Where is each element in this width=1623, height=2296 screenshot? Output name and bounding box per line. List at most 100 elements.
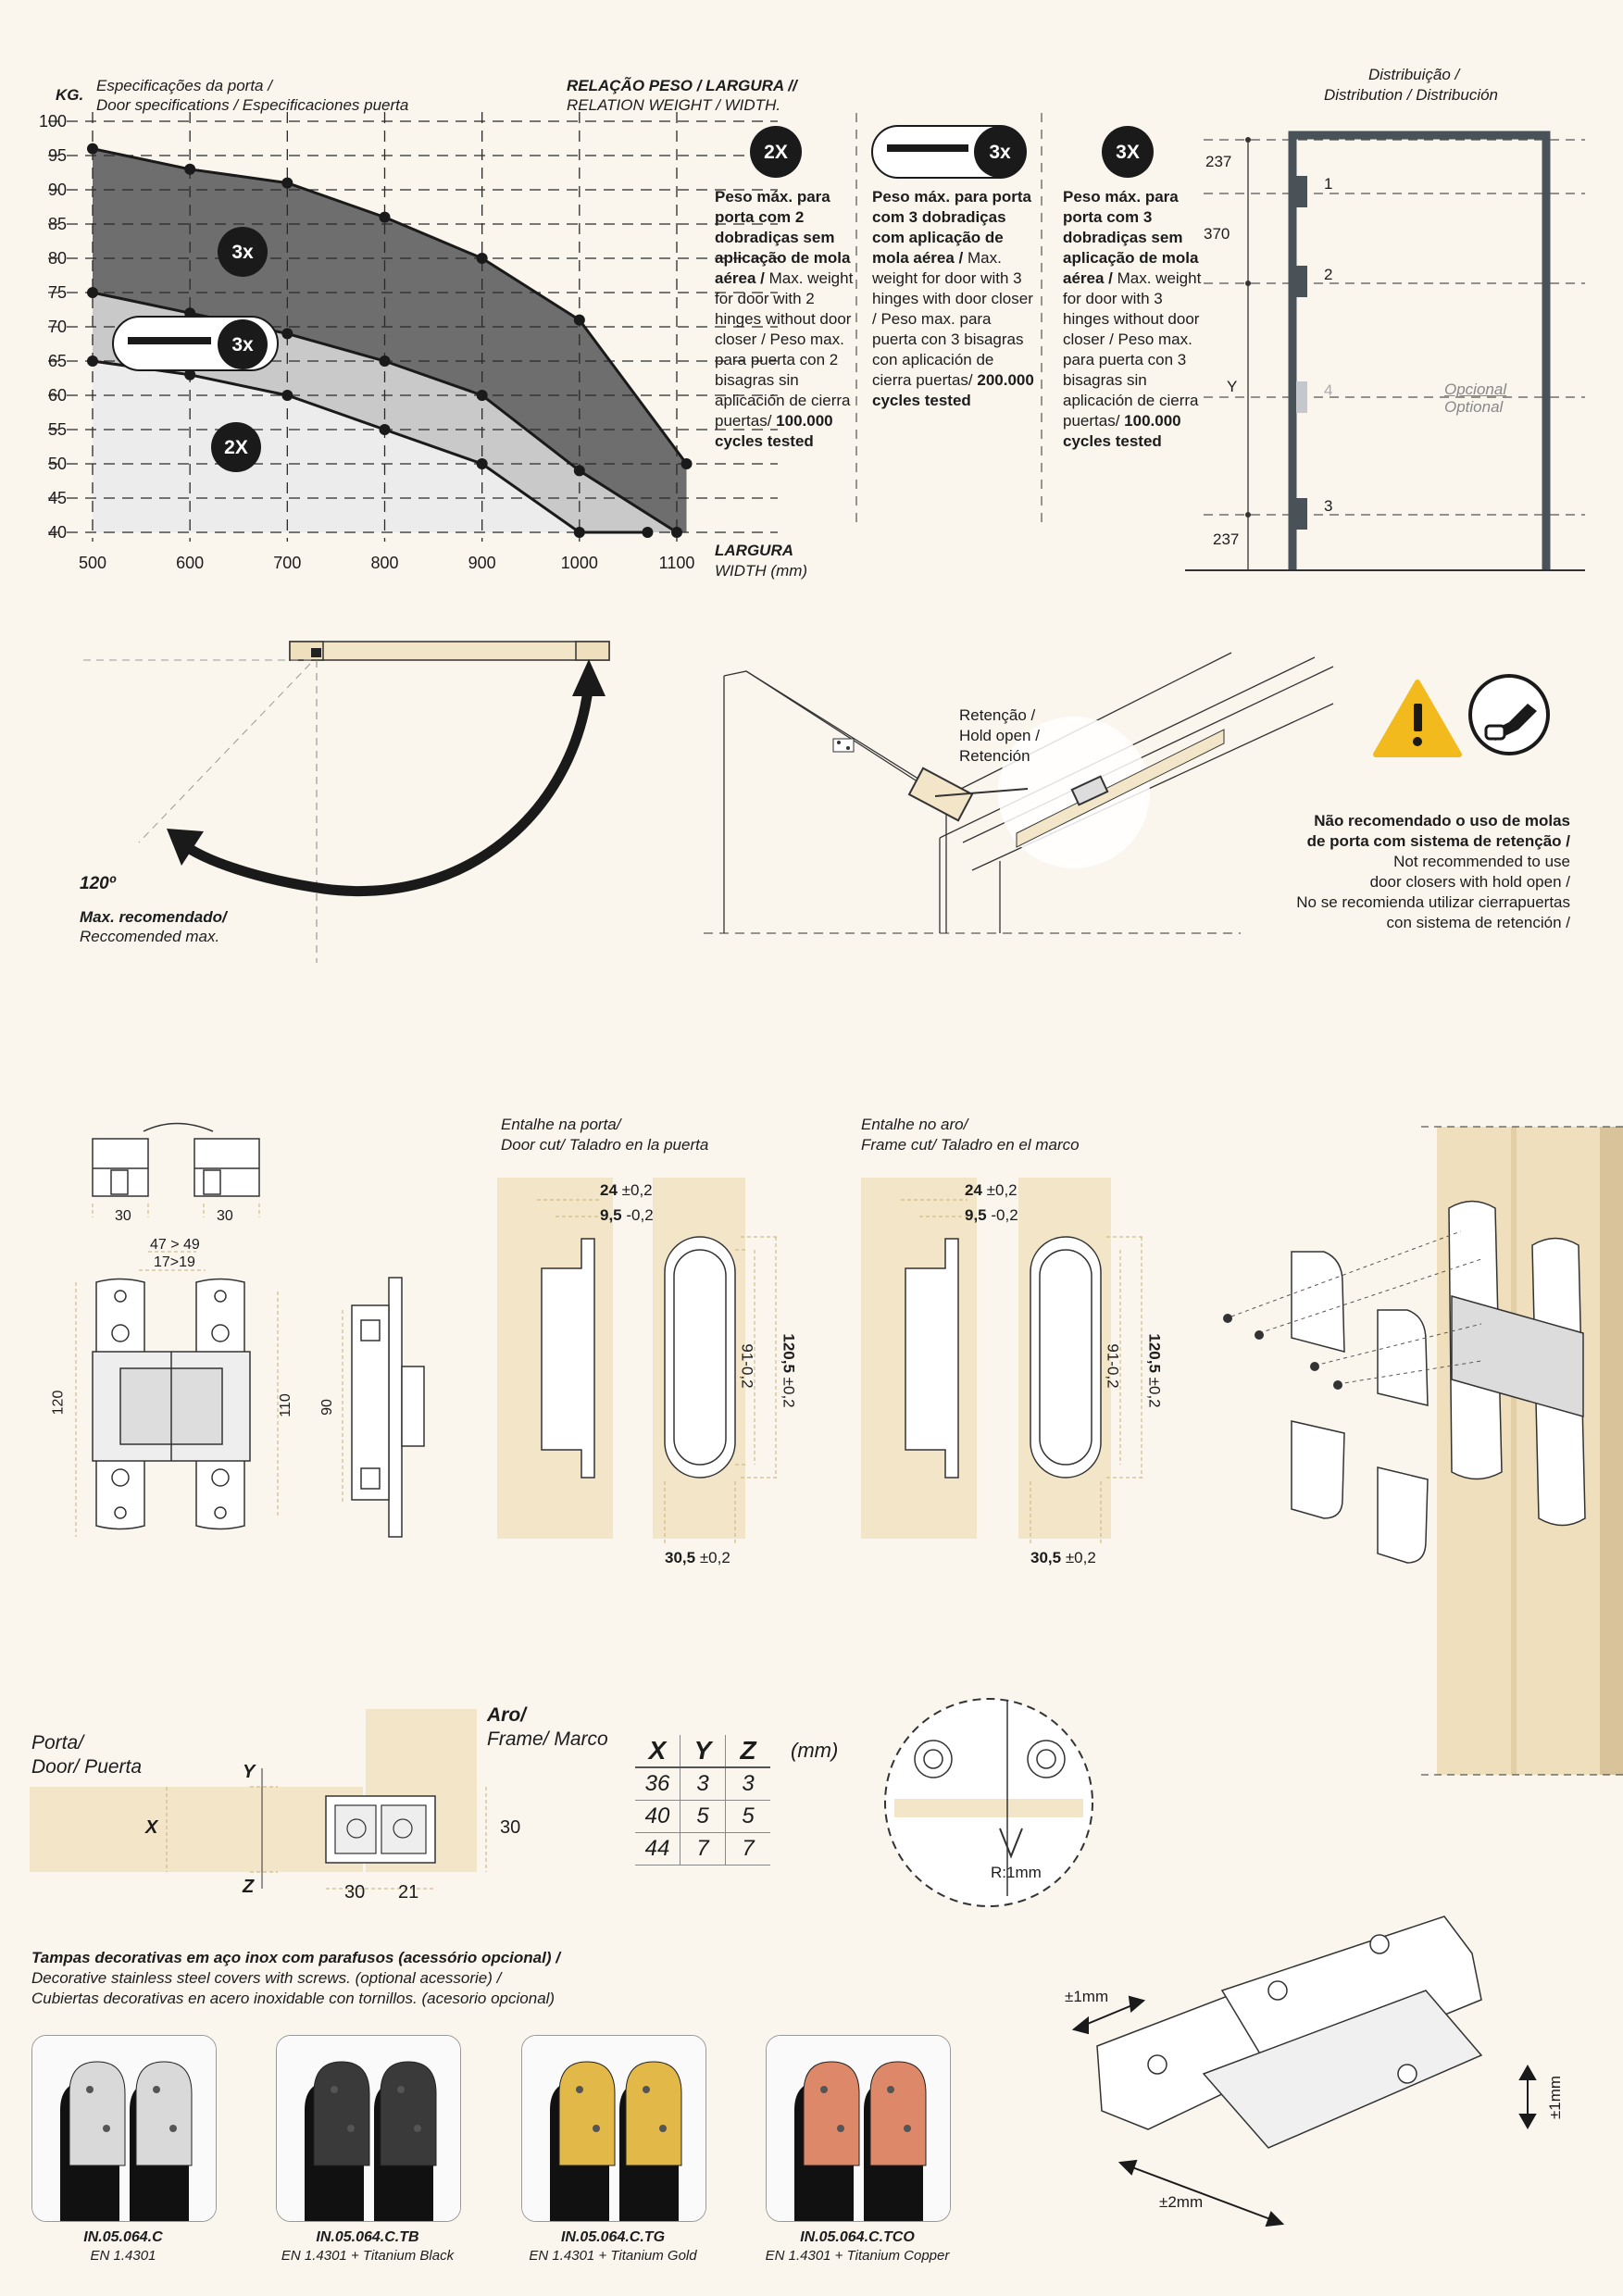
badge-label: 3x — [989, 142, 1011, 163]
column-text-2: Peso máx. para porta com 3 dobradiças se… — [1063, 187, 1202, 452]
data-point — [379, 424, 391, 435]
section-x: X — [145, 1817, 158, 1838]
dist-dim-370: 370 — [1204, 225, 1230, 243]
cover-product-image — [767, 2036, 950, 2221]
dist-dim-bottom: 237 — [1213, 530, 1240, 548]
opening-label-1: Max. recomendado/ — [80, 908, 227, 926]
badge-label: 3X — [1116, 142, 1140, 163]
frame-cut-w: 30,5 — [1030, 1549, 1062, 1566]
column-text-0: Peso máx. para porta com 2 dobradiças se… — [715, 187, 854, 452]
door-cut-w-tol: ±0,2 — [699, 1549, 730, 1566]
cover-product-image — [522, 2036, 705, 2221]
frame-cut-d2-tol: -0,2 — [991, 1206, 1018, 1224]
data-point — [87, 143, 98, 155]
x-tick-label: 700 — [273, 554, 301, 572]
optional-label-2: Optional — [1444, 398, 1504, 416]
data-point — [671, 527, 682, 538]
hinge-dim-w2: 30 — [217, 1208, 233, 1224]
badge-circle — [974, 126, 1026, 178]
cover-card — [276, 2035, 461, 2222]
x-tick-label: 1100 — [659, 554, 695, 572]
section-dim-30: 30 — [344, 1882, 366, 1903]
data-point — [573, 314, 585, 326]
cover-code: IN.05.064.C.TB — [316, 2229, 419, 2245]
frame-cut-title-2: Frame cut/ Taladro en el marco — [861, 1136, 1080, 1154]
data-point — [87, 356, 98, 367]
xyz-unit: (mm) — [791, 1739, 839, 1762]
covers-title-1: Tampas decorativas em aço inox com paraf… — [31, 1949, 560, 1966]
radius-label: R:1mm — [991, 1864, 1042, 1881]
x-tick-label: 600 — [176, 554, 204, 572]
data-point — [379, 356, 391, 367]
section-y: Y — [243, 1762, 256, 1782]
hinge-dim-d2: 17>19 — [154, 1254, 195, 1270]
hinge-1-label: 1 — [1324, 175, 1333, 193]
column-text-1: Peso máx. para porta com 3 dobradiças co… — [872, 187, 1034, 411]
y-tick-label: 95 — [48, 146, 67, 165]
chart-header-right-2: RELATION WEIGHT / WIDTH. — [567, 96, 781, 114]
section-dim-30-right: 30 — [500, 1817, 521, 1838]
data-point — [680, 458, 693, 469]
section-aro-1: Aro/ — [487, 1704, 526, 1726]
warning-bold-1: Não recomendado o uso de molas — [1314, 812, 1570, 830]
y-tick-label: 55 — [48, 420, 67, 439]
data-point — [642, 527, 654, 538]
cell: 3 — [680, 1767, 726, 1801]
column-cycles: 200.000 cycles tested — [872, 371, 1034, 409]
column-cycles: 100.000 cycles tested — [1063, 412, 1181, 450]
hinge-3-label: 3 — [1324, 497, 1333, 515]
data-point — [476, 390, 488, 401]
y-tick-label: 45 — [48, 489, 67, 507]
cell: 7 — [725, 1832, 770, 1866]
y-tick-label: 85 — [48, 215, 67, 233]
y-tick-label: 100 — [39, 112, 67, 131]
distribution-title-2: Distribution / Distribución — [1324, 86, 1499, 104]
data-point — [87, 287, 98, 298]
y-tick-label: 75 — [48, 283, 67, 302]
chart-xlabel-2: WIDTH (mm) — [715, 562, 808, 580]
dist-dim-y: Y — [1227, 378, 1238, 395]
opening-angle: 120º — [80, 874, 116, 893]
warning-bold-2: de porta com sistema de retenção / — [1306, 832, 1570, 850]
section-dim-21: 21 — [398, 1882, 419, 1903]
warning-line-3: Not recommended to use — [1393, 853, 1570, 870]
cover-code: IN.05.064.C.TCO — [800, 2229, 915, 2245]
column-es: Peso max. para puerta con 2 bisagras sin… — [715, 331, 851, 430]
dist-dim-top: 237 — [1205, 153, 1232, 170]
y-tick-label: 90 — [48, 181, 67, 199]
data-point — [281, 328, 293, 340]
x-tick-label: 500 — [79, 554, 106, 572]
xyz-header-z: Z — [725, 1735, 770, 1768]
series-badge-label: 2X — [224, 437, 248, 458]
series-area-2 — [93, 361, 648, 532]
section-z: Z — [243, 1877, 255, 1897]
data-point — [281, 177, 293, 189]
series-badge — [211, 422, 261, 472]
cover-product-image — [32, 2036, 216, 2221]
badge-circle — [1102, 126, 1154, 178]
data-point — [184, 163, 196, 175]
data-point — [476, 253, 488, 264]
warning-line-6: con sistema de retención / — [1386, 914, 1570, 931]
door-cut-d1: 24 — [600, 1181, 618, 1199]
cell: 40 — [635, 1800, 680, 1833]
adjust-label-b: ±1mm — [1546, 2075, 1565, 2120]
cell: 5 — [725, 1800, 770, 1833]
optional-label-1: Opcional — [1444, 381, 1507, 398]
column-bold: Peso máx. para porta com 3 dobradiças co… — [872, 188, 1031, 267]
section-porta-1: Porta/ — [31, 1732, 84, 1753]
